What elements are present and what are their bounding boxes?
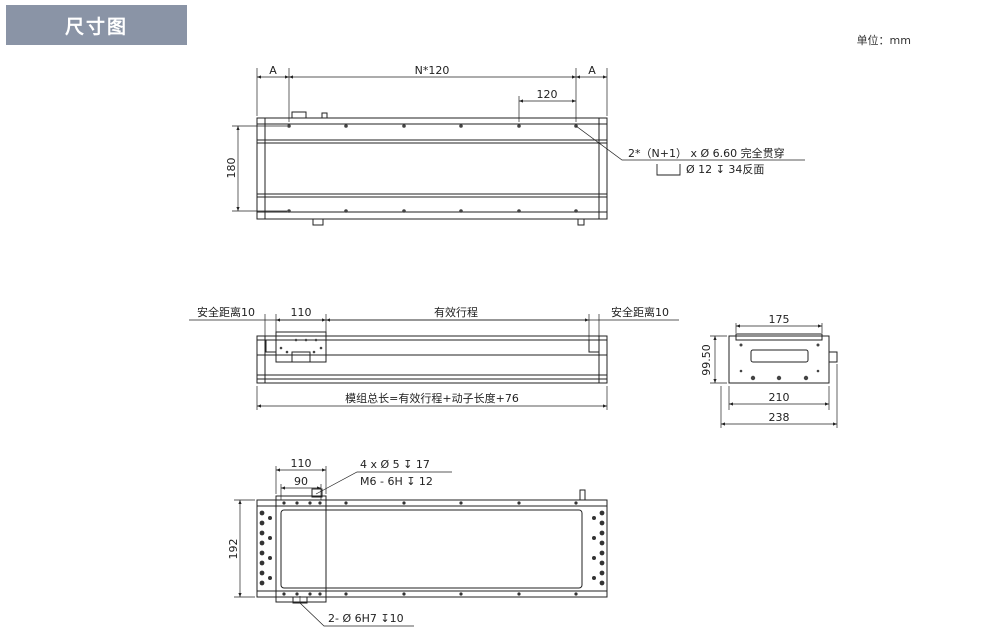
end-view xyxy=(710,323,838,428)
top-dim-120: 120 xyxy=(537,88,558,101)
side-stroke-label: 有效行程 xyxy=(434,305,478,319)
section-title: 尺寸图 xyxy=(6,5,187,45)
bottom-view xyxy=(234,466,608,627)
bottom-callout-thread: M6 - 6H ↧ 12 xyxy=(360,475,433,488)
bottom-view-body xyxy=(256,499,608,598)
bottom-callout-holes: 4 x Ø 5 ↧ 17 xyxy=(360,458,430,471)
unit-label: 单位：mm xyxy=(856,34,911,47)
top-view-body xyxy=(256,117,608,220)
bottom-view-slider xyxy=(275,495,327,603)
end-view-slot xyxy=(750,349,809,363)
top-dim-a-left: A xyxy=(269,64,277,77)
bottom-dim-110: 110 xyxy=(291,457,312,470)
side-view-body xyxy=(256,335,608,384)
top-dim-180: 180 xyxy=(225,158,238,179)
side-safety-left: 安全距离10 xyxy=(197,305,255,319)
side-view xyxy=(189,314,679,410)
top-view-connector xyxy=(291,111,307,119)
bottom-dim-192: 192 xyxy=(227,539,240,560)
top-callout-line1: 2*（N+1） x Ø 6.60 完全贯穿 xyxy=(628,146,785,160)
bottom-view-holes xyxy=(259,501,605,596)
side-safety-right: 安全距离10 xyxy=(611,305,669,319)
top-view xyxy=(232,68,805,226)
top-dim-a-right: A xyxy=(588,64,596,77)
bottom-view-plate xyxy=(280,509,583,589)
end-dim-99-50: 99.50 xyxy=(700,344,713,376)
top-view-holes xyxy=(287,124,578,213)
side-dim-110: 110 xyxy=(291,306,312,319)
bottom-dim-90: 90 xyxy=(294,475,308,488)
top-dim-n120: N*120 xyxy=(415,64,450,77)
side-total-length: 模组总长=有效行程+动子长度+76 xyxy=(345,391,519,405)
end-dim-238: 238 xyxy=(769,411,790,424)
end-dim-210: 210 xyxy=(769,391,790,404)
end-dim-175: 175 xyxy=(769,313,790,326)
bottom-callout-pin: 2- Ø 6H7 ↧10 xyxy=(328,612,404,625)
top-callout-line2: Ø 12 ↧ 34反面 xyxy=(686,163,764,176)
